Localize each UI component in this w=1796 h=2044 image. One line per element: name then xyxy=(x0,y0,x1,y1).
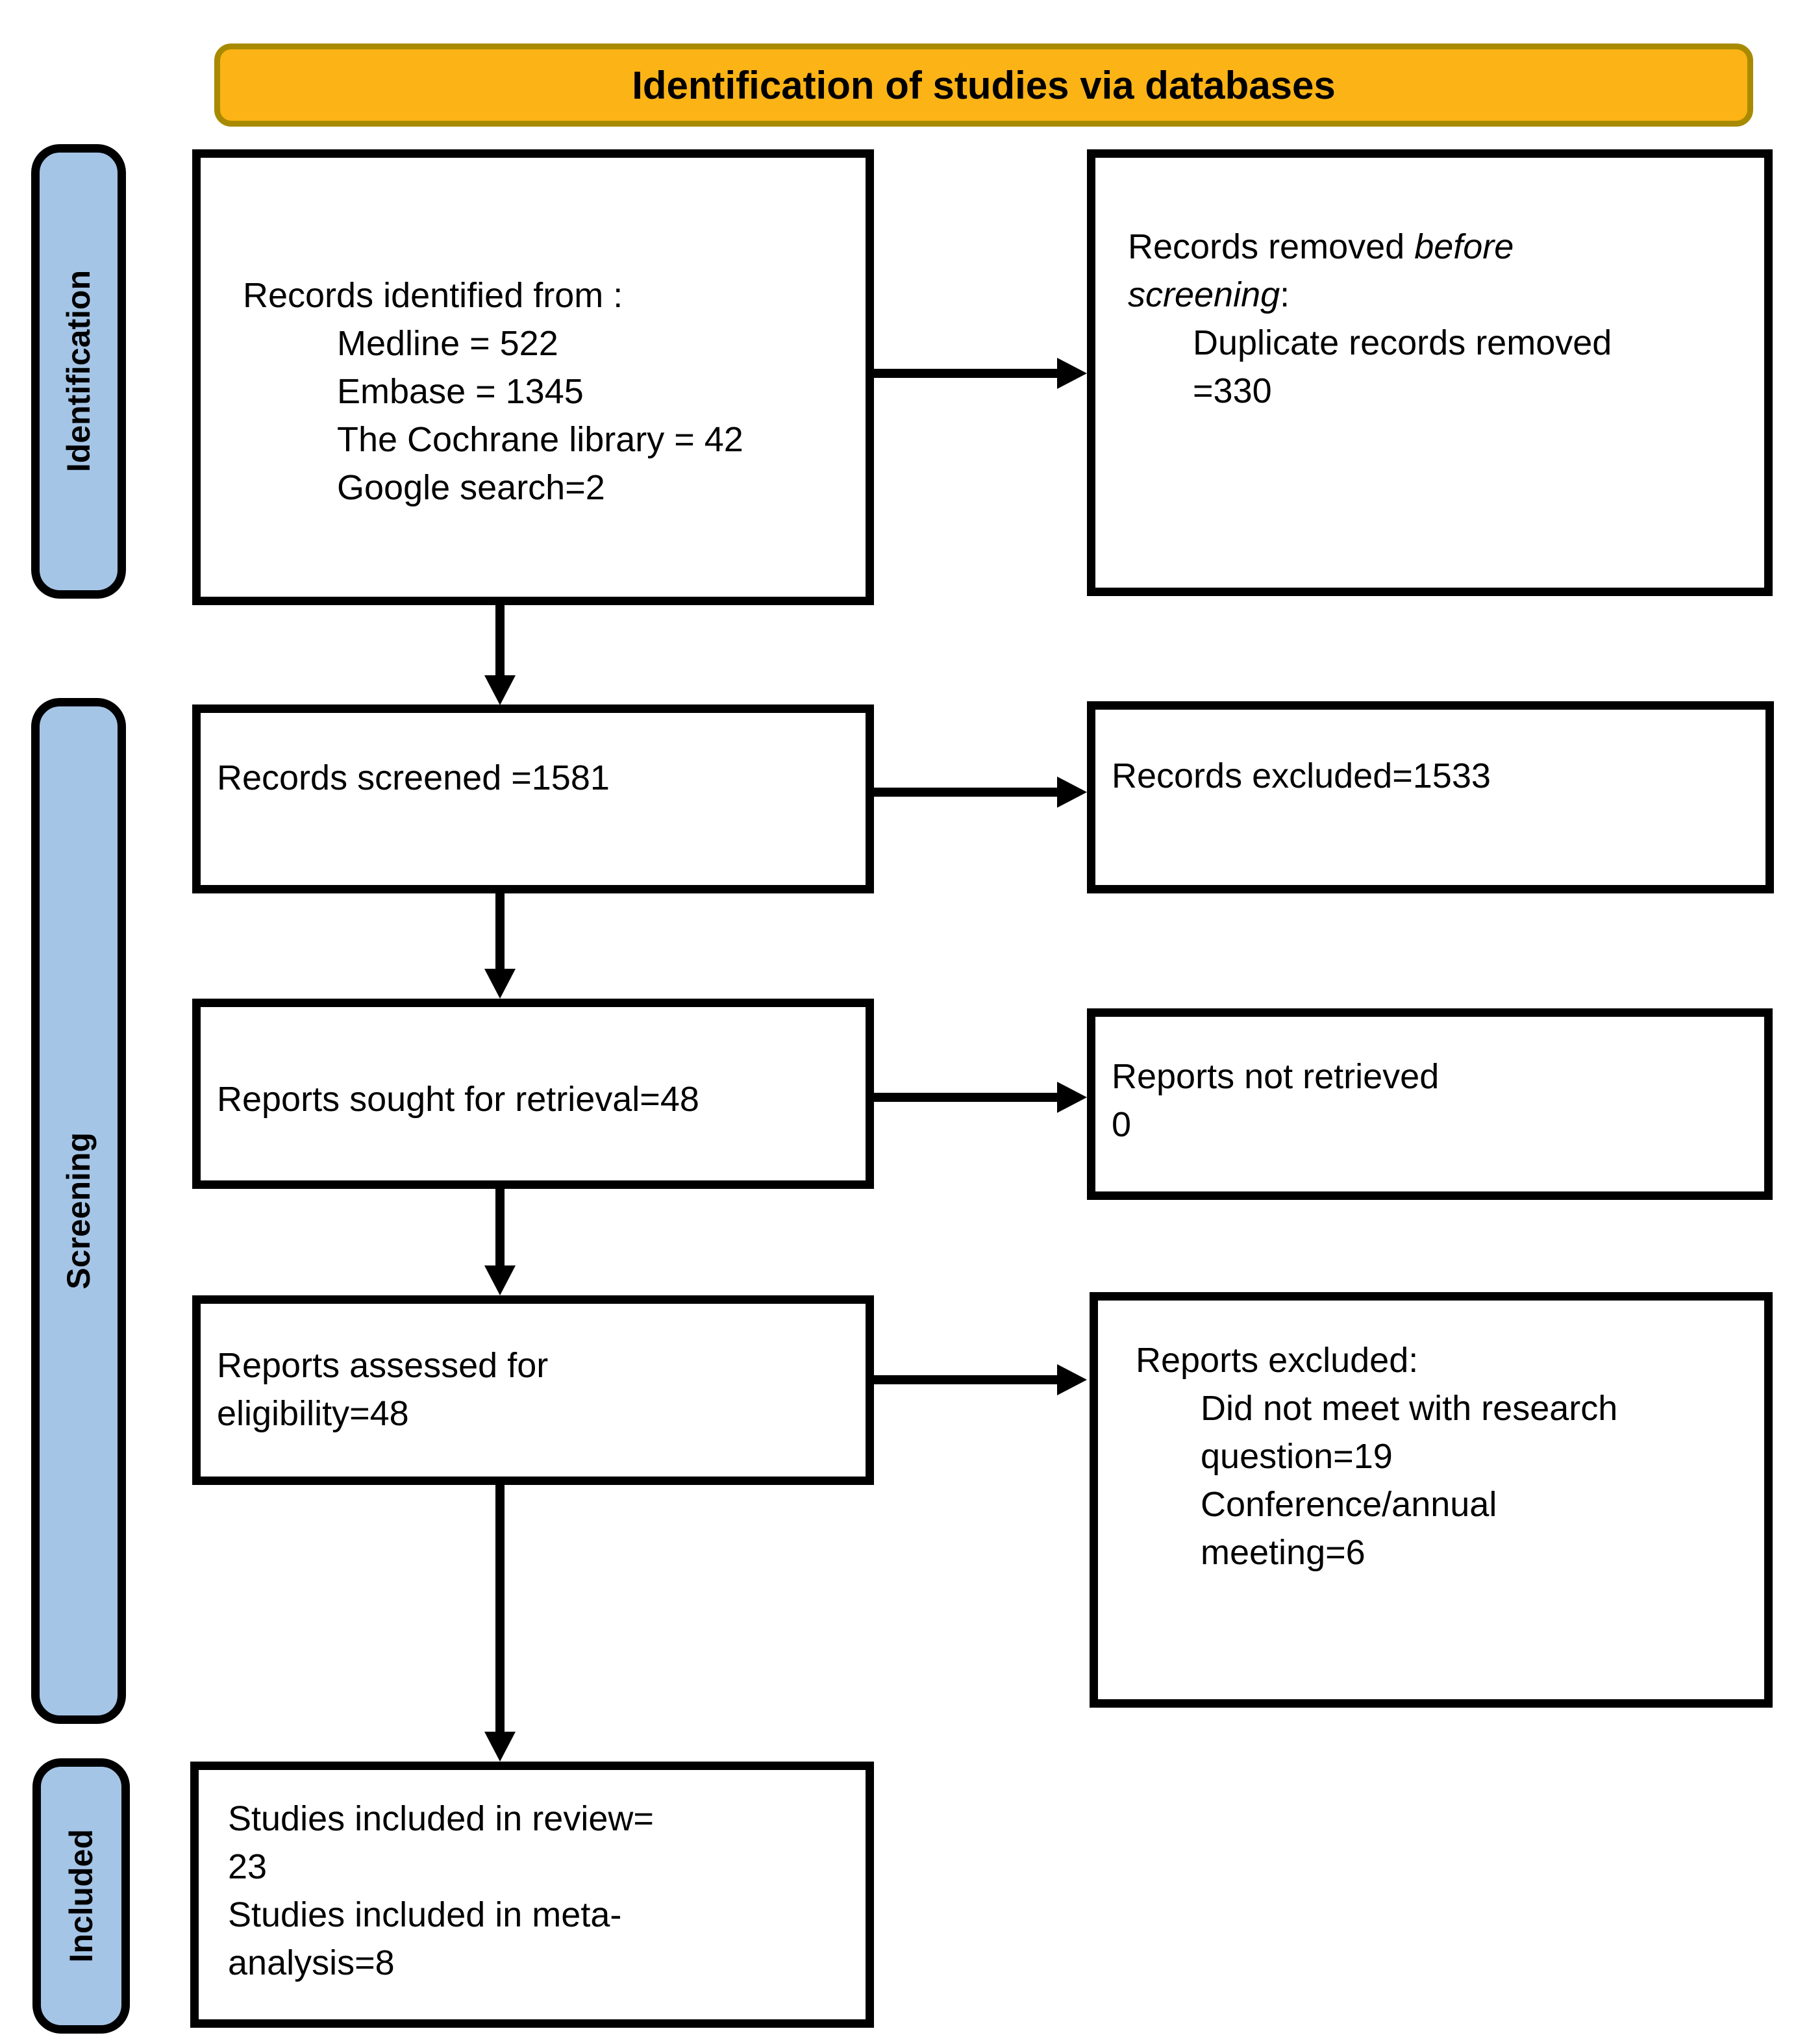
arrow-down-head xyxy=(484,969,516,999)
box-records-screened: Records screened =1581 xyxy=(192,704,874,893)
box-records-excluded: Records excluded=1533 xyxy=(1087,701,1774,893)
stage-label-included: Included xyxy=(32,1758,130,2034)
stage-label-identification: Identification xyxy=(31,144,126,599)
stage-label-screening: Screening xyxy=(31,698,126,1724)
records-identified-item: Embase = 1345 xyxy=(337,372,584,411)
reports-excluded-item: meeting=6 xyxy=(1201,1533,1366,1572)
arrow-right-head xyxy=(1057,777,1087,808)
reports-assessed-line1: Reports assessed for xyxy=(217,1346,549,1385)
arrow-shaft xyxy=(495,891,505,969)
arrow-assessed-to-reports-excluded xyxy=(873,1364,1087,1395)
studies-included-line: Studies included in review= xyxy=(228,1799,654,1838)
records-removed-heading-line2: screening: xyxy=(1128,275,1290,314)
box-reports-assessed: Reports assessed for eligibility=48 xyxy=(192,1295,874,1485)
arrow-shaft xyxy=(495,604,505,675)
studies-included-line: analysis=8 xyxy=(228,1943,395,1982)
stage-label-screening-text: Screening xyxy=(60,1132,97,1290)
arrow-sought-to-not-retrieved xyxy=(873,1082,1087,1113)
records-screened-text: Records screened =1581 xyxy=(217,758,610,797)
arrow-shaft xyxy=(495,1188,505,1265)
arrow-down-head xyxy=(484,675,516,705)
box-records-identified: Records identified from : Medline = 522 … xyxy=(192,149,874,605)
arrow-down-head xyxy=(484,1732,516,1762)
records-identified-item: The Cochrane library = 42 xyxy=(337,420,743,459)
arrow-screened-to-excluded xyxy=(873,777,1087,808)
arrow-identified-to-screened xyxy=(484,604,516,705)
reports-assessed-line2: eligibility=48 xyxy=(217,1394,409,1433)
records-identified-heading: Records identified from : xyxy=(243,276,623,315)
reports-not-retrieved-line1: Reports not retrieved xyxy=(1112,1057,1440,1096)
studies-included-line: Studies included in meta- xyxy=(228,1895,622,1934)
arrow-shaft xyxy=(873,1093,1058,1102)
records-removed-heading-line1: Records removed before xyxy=(1128,227,1514,266)
records-excluded-text: Records excluded=1533 xyxy=(1112,756,1491,795)
records-removed-item: Duplicate records removed xyxy=(1193,323,1612,362)
reports-excluded-item: question=19 xyxy=(1201,1437,1393,1476)
box-records-removed: Records removed before screening: Duplic… xyxy=(1087,149,1773,596)
banner: Identification of studies via databases xyxy=(214,44,1753,127)
box-reports-not-retrieved: Reports not retrieved 0 xyxy=(1087,1008,1773,1200)
arrow-shaft xyxy=(873,788,1058,797)
box-reports-sought: Reports sought for retrieval=48 xyxy=(192,999,874,1189)
box-studies-included: Studies included in review= 23 Studies i… xyxy=(190,1762,874,2028)
arrow-shaft xyxy=(495,1484,505,1732)
arrow-down-head xyxy=(484,1265,516,1295)
arrow-shaft xyxy=(873,369,1058,378)
records-identified-item: Medline = 522 xyxy=(337,324,558,363)
box-reports-excluded: Reports excluded: Did not meet with rese… xyxy=(1090,1292,1773,1708)
arrow-right-head xyxy=(1057,358,1087,389)
records-removed-item: =330 xyxy=(1193,371,1272,410)
banner-title: Identification of studies via databases xyxy=(632,63,1336,107)
reports-excluded-item: Conference/annual xyxy=(1201,1485,1497,1524)
reports-excluded-heading: Reports excluded: xyxy=(1136,1341,1419,1380)
stage-label-included-text: Included xyxy=(63,1829,99,1963)
records-identified-item: Google search=2 xyxy=(337,468,605,507)
studies-included-line: 23 xyxy=(228,1847,268,1886)
reports-sought-text: Reports sought for retrieval=48 xyxy=(217,1080,699,1119)
arrow-right-head xyxy=(1057,1082,1087,1113)
reports-excluded-item: Did not meet with research xyxy=(1201,1389,1618,1428)
arrow-identified-to-removed xyxy=(873,358,1087,389)
arrow-right-head xyxy=(1057,1364,1087,1395)
reports-not-retrieved-line2: 0 xyxy=(1112,1105,1132,1144)
arrow-assessed-to-included xyxy=(484,1484,516,1762)
arrow-sought-to-assessed xyxy=(484,1188,516,1295)
stage-label-identification-text: Identification xyxy=(60,270,97,473)
arrow-shaft xyxy=(873,1375,1058,1384)
arrow-screened-to-sought xyxy=(484,891,516,999)
